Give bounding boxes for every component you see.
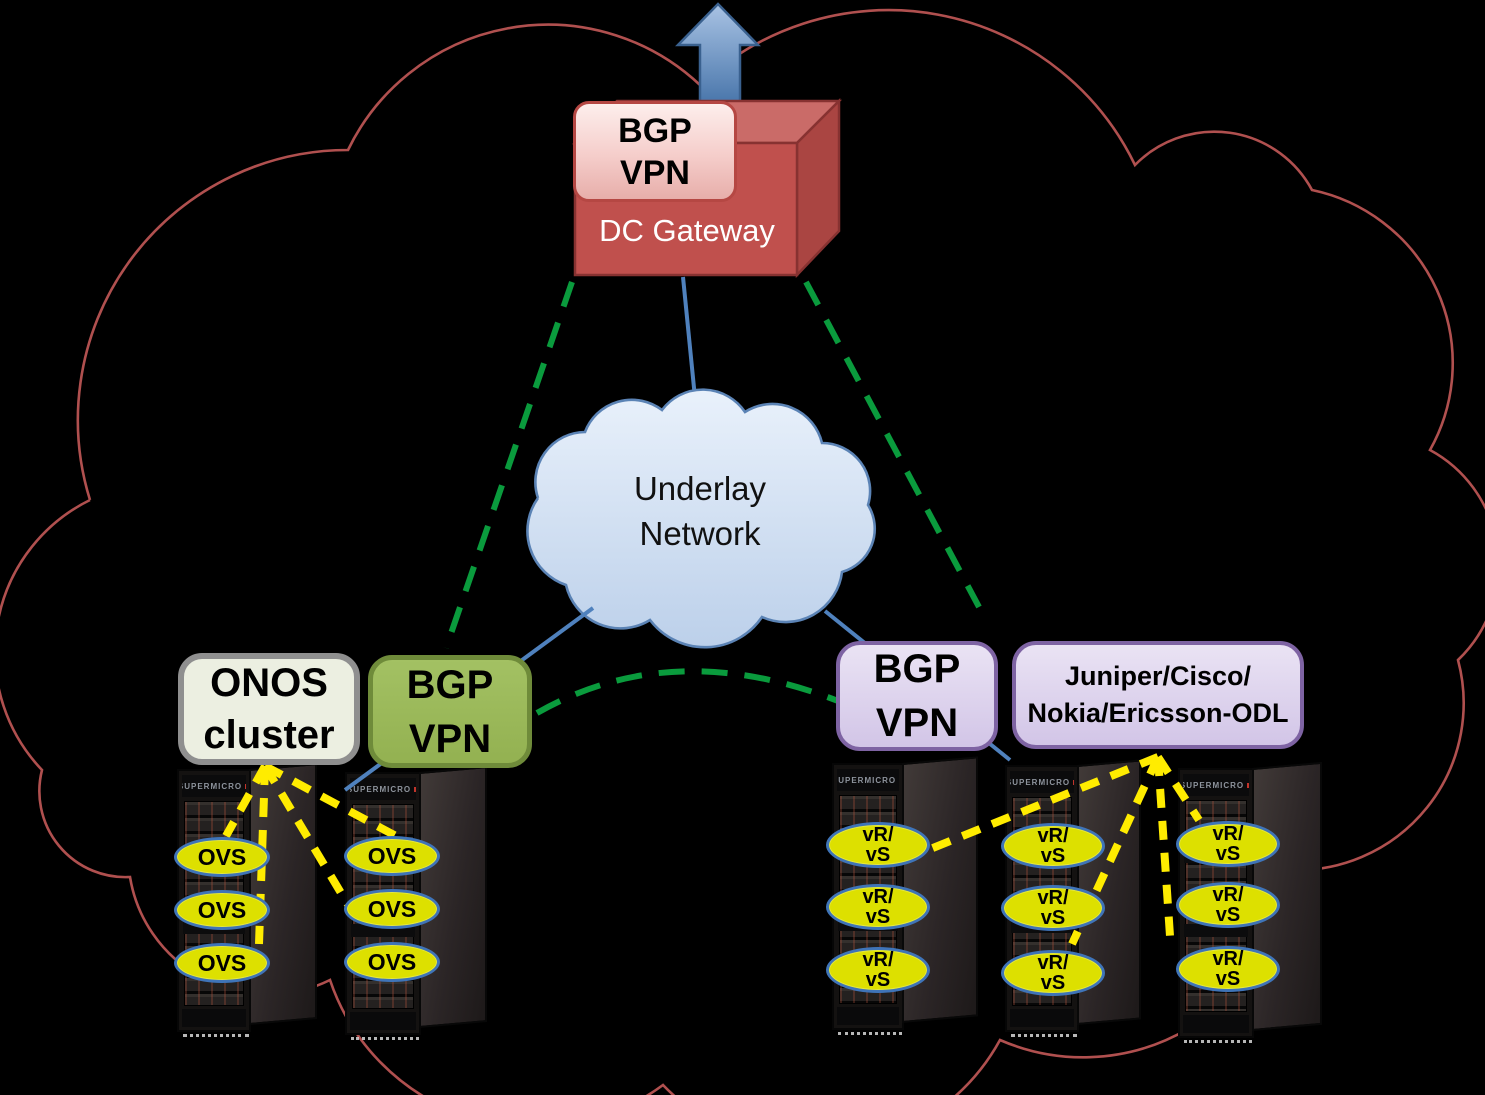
ovs-label: OVS — [367, 948, 417, 975]
underlay-line-1: Underlay — [633, 470, 767, 507]
vs-label: vS — [865, 906, 891, 928]
onos-ovs-link — [222, 764, 269, 838]
brand-logo-dot — [1073, 779, 1074, 785]
vs-label: vS — [1215, 904, 1241, 926]
ovs-node: OVS — [344, 889, 440, 929]
brand-logo-dot — [245, 783, 246, 789]
vr-label: vR/ — [1037, 887, 1069, 909]
vr-vs-node: vR/vS — [1176, 821, 1280, 867]
rack-brand-label: SUPERMICRO — [1010, 777, 1071, 787]
vr-label: vR/ — [1212, 884, 1244, 906]
rack-base — [350, 1012, 416, 1030]
bgp-session-gateway-right — [803, 280, 982, 609]
vr-label: vR/ — [862, 886, 894, 908]
vr-vs-node: vR/vS — [1176, 882, 1280, 928]
vs-label: vS — [865, 969, 891, 991]
onos-line-2: cluster — [203, 713, 335, 757]
vs-label: vS — [865, 844, 891, 866]
rack-base — [1010, 1009, 1074, 1027]
vr-vs-node: vR/vS — [826, 947, 930, 993]
brand-logo-dot — [1247, 782, 1249, 788]
bgp-session-left-right — [535, 668, 840, 716]
rack-bezel: SUPERMICRO — [350, 778, 416, 800]
vendor-controllers-box: Juniper/Cisco/ Nokia/Ericsson-ODL — [1012, 641, 1304, 749]
onos-line-1: ONOS — [210, 661, 328, 705]
vr-vs-node: vR/vS — [1001, 823, 1105, 869]
vs-label: vS — [1040, 845, 1066, 867]
underlay-link-gateway — [681, 276, 698, 409]
ovs-label: OVS — [197, 949, 247, 976]
underlay-network-label: Underlay Network — [560, 466, 840, 556]
vr-vs-node: vR/vS — [1001, 885, 1105, 931]
onos-ovs-link — [261, 763, 354, 911]
vr-label: vR/ — [862, 824, 894, 846]
ovs-node: OVS — [344, 836, 440, 876]
dc-gateway-label: DC Gateway — [599, 213, 775, 248]
vs-label: vS — [1040, 972, 1066, 994]
brand-logo-dot — [414, 786, 416, 792]
vendor-line-2: Nokia/Ericsson-ODL — [1027, 698, 1289, 728]
bgp-vpn-left-box: BGP VPN — [368, 655, 532, 768]
vr-label: vR/ — [862, 949, 894, 971]
rack-base — [837, 1007, 899, 1025]
rack-base — [1183, 1015, 1249, 1033]
vr-label: vR/ — [1037, 825, 1069, 847]
bgp-session-gateway-left — [443, 281, 575, 649]
vendor-line-1: Juniper/Cisco/ — [1064, 661, 1252, 691]
rack-brand-label: SUPERMICRO — [350, 784, 412, 794]
gateway-bgp-vpn-badge: BGP VPN — [573, 101, 737, 202]
vendor-vr-link — [1154, 756, 1174, 937]
vr-vs-node: vR/vS — [826, 884, 930, 930]
vs-label: vS — [1215, 968, 1241, 990]
onos-ovs-link — [263, 762, 398, 840]
vr-vs-node: vR/vS — [1001, 950, 1105, 996]
rack-casters — [351, 1037, 419, 1040]
rack-casters — [1011, 1034, 1077, 1037]
onos-cluster-box: ONOS cluster — [178, 653, 360, 765]
ovs-node: OVS — [174, 943, 270, 983]
rack-bezel: SUPERMICRO — [1010, 771, 1074, 793]
bgp-right-line-2: VPN — [875, 701, 959, 745]
rack-casters — [1184, 1040, 1252, 1043]
badge-line-1: BGP — [618, 111, 692, 150]
vendor-vr-link — [1154, 754, 1203, 823]
vr-label: vR/ — [1212, 823, 1244, 845]
ovs-label: OVS — [197, 843, 247, 870]
vr-vs-node: vR/vS — [826, 822, 930, 868]
vr-label: vR/ — [1037, 952, 1069, 974]
vs-label: vS — [1040, 907, 1066, 929]
rack-bezel: SUPERMICRO — [182, 775, 246, 797]
ovs-node: OVS — [344, 942, 440, 982]
underlay-cloud-shape — [526, 388, 876, 649]
vs-label: vS — [1215, 843, 1241, 865]
rack-base — [182, 1009, 246, 1027]
rack-casters — [838, 1032, 902, 1035]
bgp-vpn-right-box: BGP VPN — [836, 641, 998, 751]
badge-line-2: VPN — [620, 153, 690, 192]
vr-label: vR/ — [1212, 948, 1244, 970]
bgp-left-line-2: VPN — [408, 716, 492, 761]
ovs-node: OVS — [174, 890, 270, 930]
ovs-label: OVS — [197, 896, 247, 923]
rack-bezel: SUPERMICRO — [1183, 774, 1249, 796]
rack-bezel: SUPERMICRO — [837, 769, 899, 791]
vendor-vr-link — [916, 753, 1160, 858]
rack-brand-label: SUPERMICRO — [837, 775, 897, 785]
rack-casters — [183, 1034, 249, 1037]
ovs-label: OVS — [367, 842, 417, 869]
vr-vs-node: vR/vS — [1176, 946, 1280, 992]
ovs-node: OVS — [174, 837, 270, 877]
underlay-line-2: Network — [639, 515, 761, 552]
rack-brand-label: SUPERMICRO — [182, 781, 243, 791]
rack-brand-label: SUPERMICRO — [1183, 780, 1245, 790]
bgp-right-line-1: BGP — [873, 647, 961, 691]
bgp-left-line-1: BGP — [406, 662, 494, 707]
ovs-label: OVS — [367, 895, 417, 922]
